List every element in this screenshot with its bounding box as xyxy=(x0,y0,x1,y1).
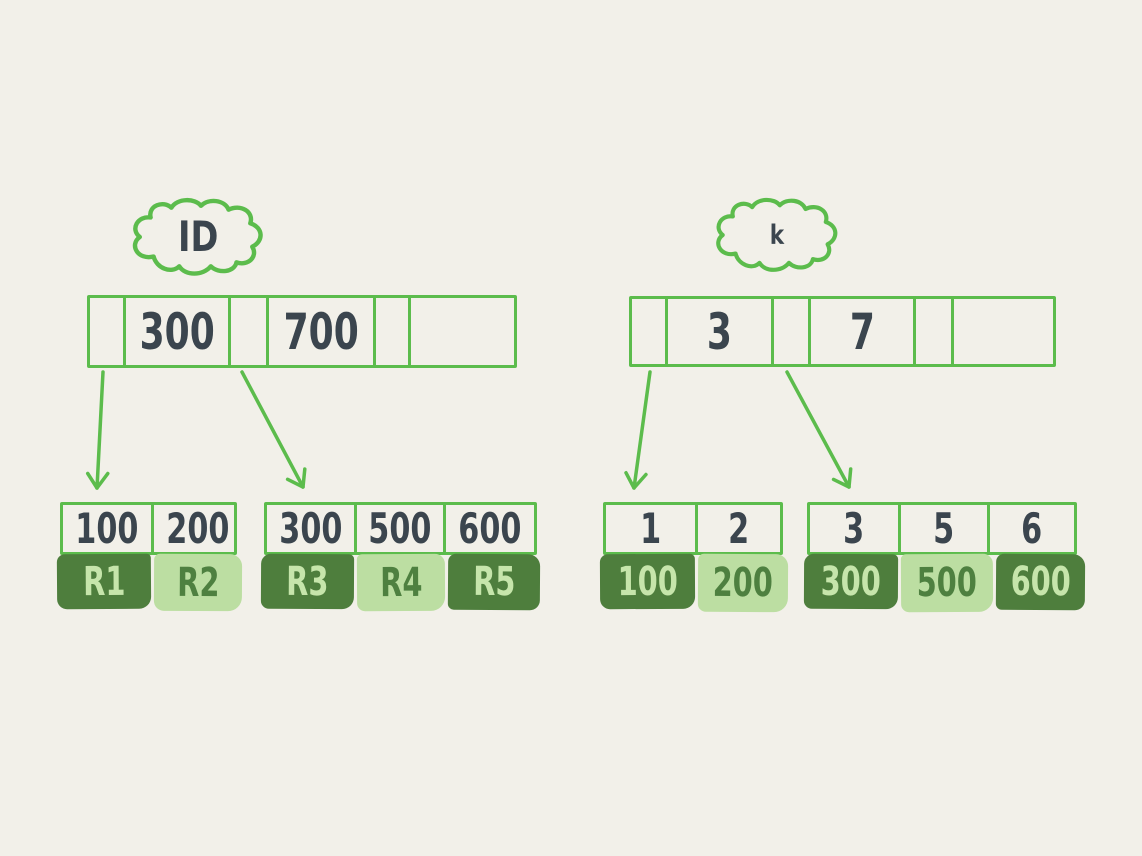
record-label: R1 xyxy=(82,558,126,605)
key-value: 500 xyxy=(368,503,432,553)
key-cell: 500 xyxy=(357,505,446,552)
id-leaf-node-1: 100 200 xyxy=(60,502,237,555)
value-block: 200 xyxy=(697,553,789,613)
pointer-cell xyxy=(90,298,126,365)
id-cloud-label: ID xyxy=(177,212,219,261)
key-cell: 300 xyxy=(267,505,357,552)
record-label: R4 xyxy=(379,559,423,606)
pointer-cell xyxy=(774,299,811,364)
value-label: 100 xyxy=(617,558,678,605)
k-root-node: 3 7 xyxy=(629,296,1056,367)
arrow-id-root-to-leaf2 xyxy=(240,370,307,489)
id-leaf-node-2: 300 500 600 xyxy=(264,502,537,555)
key-value: 7 xyxy=(849,302,875,361)
record-label: R2 xyxy=(176,559,220,606)
key-value: 100 xyxy=(75,503,139,553)
id-cloud: ID xyxy=(124,196,272,278)
arrow-k-root-to-leaf1 xyxy=(624,370,652,490)
record-label: R5 xyxy=(472,558,516,606)
key-value: 300 xyxy=(278,503,343,553)
key-cell: 100 xyxy=(63,505,154,552)
value-block: 300 xyxy=(803,553,899,610)
key-value: 3 xyxy=(706,302,733,361)
key-value: 2 xyxy=(728,503,750,553)
cloud-icon xyxy=(132,197,263,276)
record-block: R2 xyxy=(153,553,243,612)
value-label: 300 xyxy=(820,558,882,605)
key-cell: 2 xyxy=(698,505,780,552)
record-block: R1 xyxy=(56,553,152,610)
k-leaf-node-2: 3 5 6 xyxy=(807,502,1077,555)
key-value: 700 xyxy=(283,302,359,361)
key-value: 300 xyxy=(139,302,215,361)
id-leaf1-records: R1 R2 xyxy=(56,553,243,612)
pointer-cell xyxy=(376,298,411,365)
key-cell: 6 xyxy=(990,505,1074,552)
value-block: 600 xyxy=(995,553,1086,611)
record-block: R5 xyxy=(447,553,541,611)
value-block: 500 xyxy=(900,553,994,613)
arrow-k-root-to-leaf2 xyxy=(785,370,853,489)
id-root-node: 300 700 xyxy=(87,295,517,368)
empty-cell xyxy=(411,298,514,365)
k-cloud-label: k xyxy=(769,219,785,251)
value-block: 100 xyxy=(599,553,696,610)
key-cell: 600 xyxy=(446,505,534,552)
k-cloud: k xyxy=(708,196,846,274)
k-leaf-node-1: 1 2 xyxy=(603,502,783,555)
pointer-cell xyxy=(632,299,668,364)
key-value: 200 xyxy=(165,503,230,553)
record-label: R3 xyxy=(286,558,329,605)
key-value: 1 xyxy=(639,503,662,553)
record-block: R4 xyxy=(356,553,446,612)
pointer-cell xyxy=(231,298,269,365)
cloud-icon xyxy=(716,197,838,272)
value-label: 500 xyxy=(916,559,978,607)
pointer-cell xyxy=(916,299,954,364)
k-leaf2-values: 300 500 600 xyxy=(803,553,1086,613)
key-cell: 300 xyxy=(126,298,231,365)
key-value: 600 xyxy=(458,503,522,553)
key-cell: 7 xyxy=(811,299,916,364)
key-value: 3 xyxy=(843,503,865,553)
id-leaf2-records: R3 R4 R5 xyxy=(260,553,541,612)
value-label: 600 xyxy=(1010,558,1071,606)
key-cell: 5 xyxy=(901,505,990,552)
key-cell: 700 xyxy=(269,298,376,365)
key-value: 5 xyxy=(933,503,955,553)
k-leaf1-values: 100 200 xyxy=(599,553,789,613)
key-cell: 3 xyxy=(668,299,774,364)
record-block: R3 xyxy=(260,553,355,610)
empty-cell xyxy=(954,299,1053,364)
key-value: 6 xyxy=(1021,503,1043,553)
key-cell: 3 xyxy=(810,505,901,552)
arrow-id-root-to-leaf1 xyxy=(85,370,110,490)
value-label: 200 xyxy=(712,559,774,607)
key-cell: 1 xyxy=(606,505,698,552)
key-cell: 200 xyxy=(154,505,242,552)
